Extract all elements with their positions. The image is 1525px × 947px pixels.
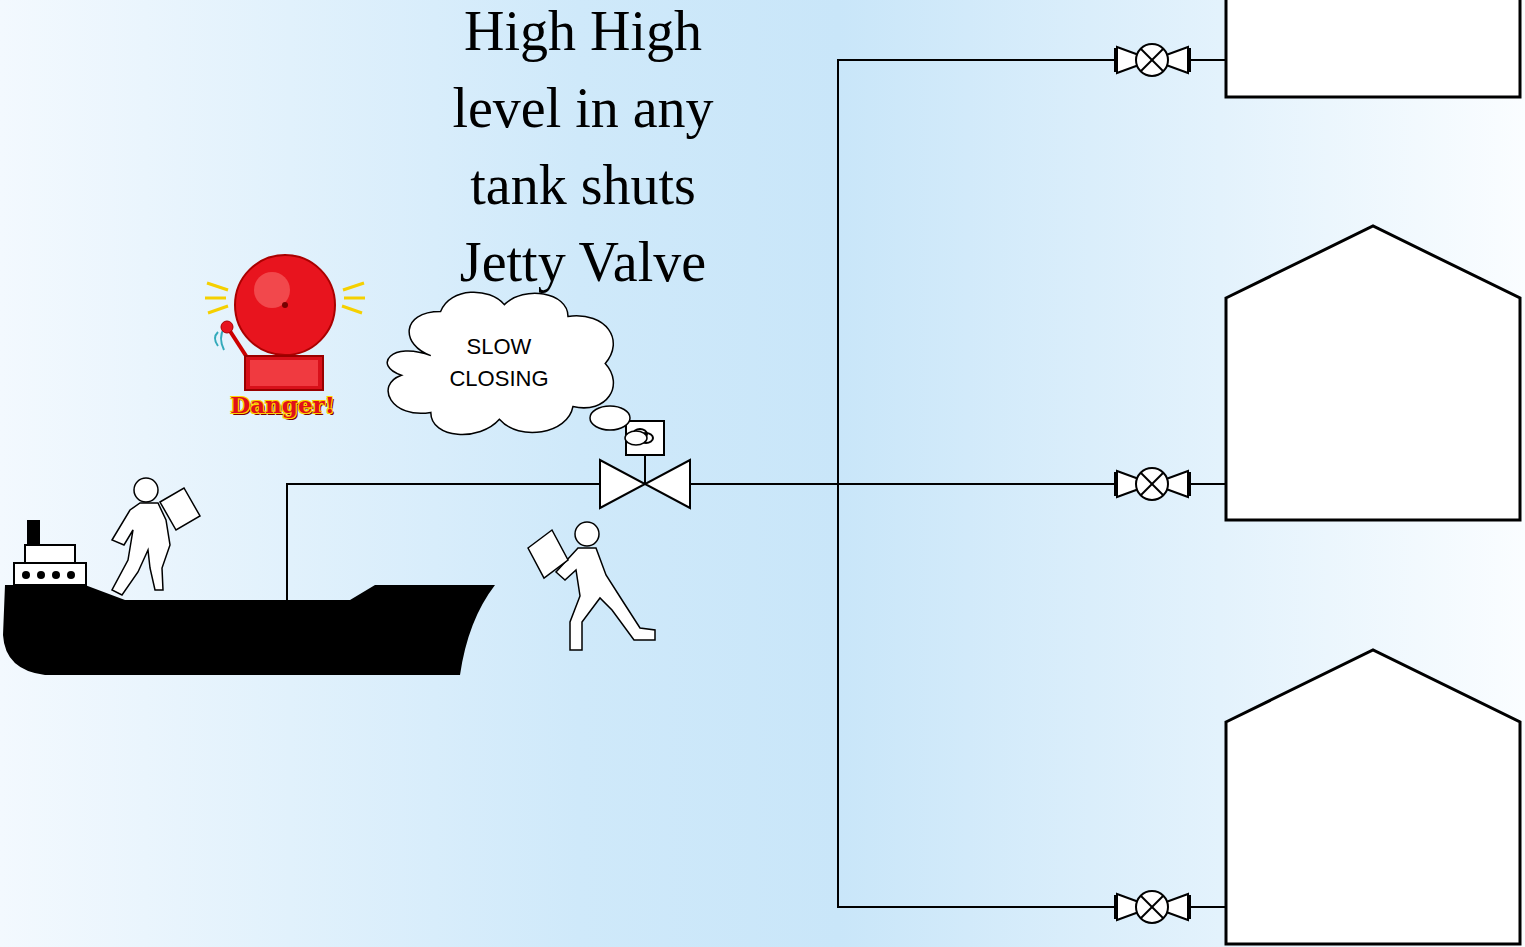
node-text: SLOW CLOSING xyxy=(434,331,564,395)
storage-tanks xyxy=(1226,0,1520,944)
pipework xyxy=(287,60,1225,907)
alarm-bell xyxy=(205,255,365,390)
workers xyxy=(112,478,655,650)
thought-bubbles xyxy=(590,406,647,445)
thought-cloud: SLOW CLOSING xyxy=(370,285,628,440)
cloud-outline xyxy=(370,285,628,440)
jetty-valve xyxy=(600,421,690,508)
danger-label: Danger! xyxy=(200,390,365,420)
title-note: High High level in any tank shuts Jetty … xyxy=(418,0,748,301)
tank-valves xyxy=(1115,44,1190,923)
ship xyxy=(3,520,495,675)
